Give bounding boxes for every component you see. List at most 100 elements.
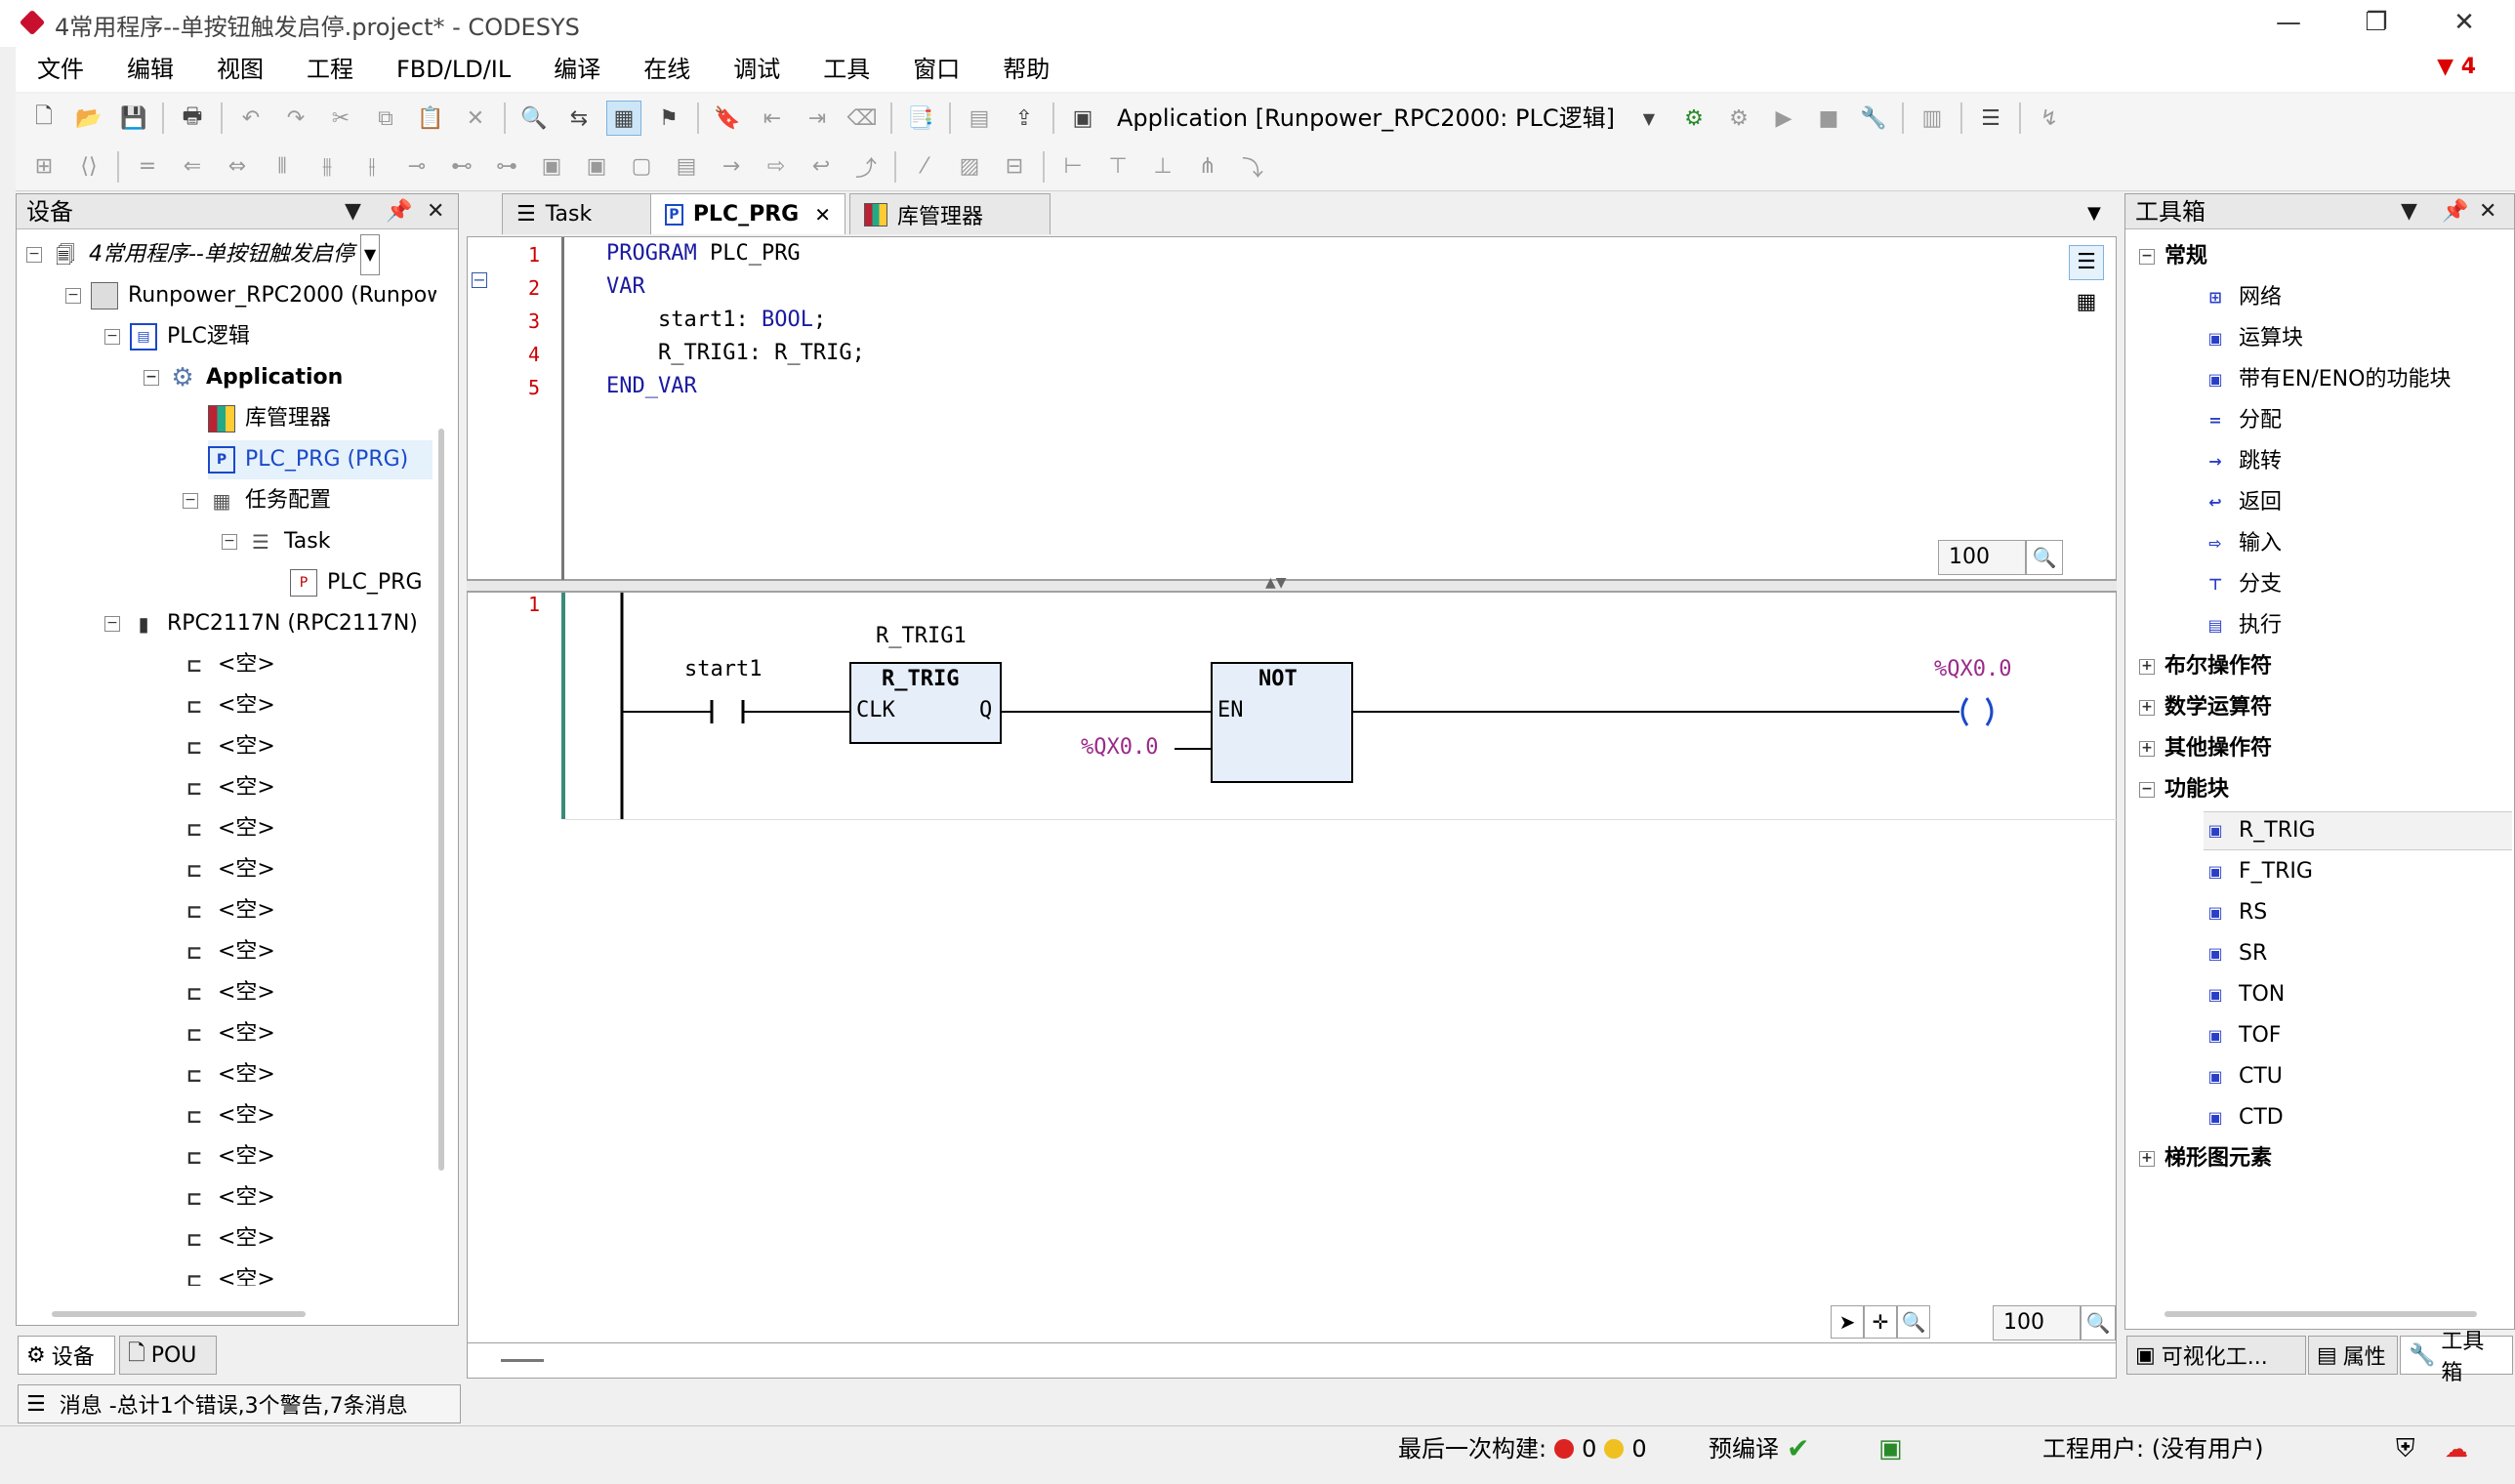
- tree-item-empty-slot[interactable]: ⊏<空>: [181, 809, 275, 848]
- pointer-icon[interactable]: ➤: [1831, 1305, 1864, 1339]
- pin-icon[interactable]: 📌: [386, 199, 413, 224]
- negate-icon[interactable]: ⁄: [923, 154, 927, 179]
- toolbox-category[interactable]: −功能块: [2139, 770, 2229, 809]
- copy-icon[interactable]: ⧉: [378, 105, 393, 131]
- tree-item-empty-slot[interactable]: ⊏<空>: [181, 1260, 275, 1286]
- export-icon[interactable]: ⇪: [1014, 105, 1034, 131]
- tree-horizontal-scrollbar[interactable]: [52, 1311, 306, 1317]
- zoom-magnifier-icon[interactable]: 🔍: [2081, 1305, 2116, 1340]
- tree-item-empty-slot[interactable]: ⊏<空>: [181, 850, 275, 889]
- menu-project[interactable]: 工程: [307, 56, 353, 83]
- panel-close-icon[interactable]: ✕: [427, 199, 445, 224]
- tree-item-library-manager[interactable]: 库管理器: [208, 399, 331, 438]
- toolbox-item[interactable]: ⊤分支: [2204, 565, 2282, 604]
- declaration-editor[interactable]: − 1 2 3 4 5 PROGRAM PLC_PRG VAR start1: …: [467, 236, 2117, 602]
- device-status-icon[interactable]: ▣: [1878, 1434, 1903, 1463]
- declaration-zoom[interactable]: 100 %: [1938, 540, 2026, 602]
- breakpoint-icon[interactable]: ▥: [1921, 105, 1943, 131]
- menu-edit[interactable]: 编辑: [127, 56, 174, 83]
- redo-icon[interactable]: ↷: [286, 105, 306, 131]
- tab-library-manager[interactable]: 库管理器: [849, 193, 1051, 234]
- open-folder-icon[interactable]: 📂: [75, 105, 103, 131]
- zoom-icon[interactable]: 🔍: [1897, 1305, 1930, 1339]
- toolbox-item[interactable]: ▣CTU: [2204, 1057, 2282, 1096]
- tabular-view-icon[interactable]: ▦: [2076, 290, 2097, 314]
- print-icon[interactable]: 🖶: [182, 104, 203, 129]
- bookmark-view-icon[interactable]: ⚑: [659, 105, 679, 131]
- tab-properties[interactable]: ▤属性: [2308, 1336, 2398, 1375]
- toolbox-item[interactable]: ▣带有EN/ENO的功能块: [2204, 360, 2451, 399]
- insert-parallel-contact-icon[interactable]: ⫲: [368, 154, 376, 179]
- toolbox-item[interactable]: ▣运算块: [2204, 319, 2303, 358]
- reset-icon[interactable]: 🔧: [1860, 105, 1887, 131]
- bookmark-icon[interactable]: 🔖: [714, 105, 741, 131]
- tree-item-application[interactable]: − ⚙ Application: [144, 358, 343, 397]
- panel-menu-chevron-icon[interactable]: ▼: [2401, 199, 2417, 224]
- insert-network-icon[interactable]: ⊞: [34, 154, 54, 179]
- collapse-icon[interactable]: −: [26, 247, 42, 263]
- insert-assignment-icon[interactable]: =: [138, 154, 157, 179]
- tree-item-empty-slot[interactable]: ⊏<空>: [181, 686, 275, 725]
- fold-icon[interactable]: −: [472, 270, 487, 289]
- prev-bookmark-icon[interactable]: ⇤: [763, 105, 782, 131]
- toolbox-item[interactable]: =分配: [2204, 401, 2282, 440]
- build-icon[interactable]: ▤: [969, 105, 990, 131]
- tab-close-icon[interactable]: ✕: [814, 202, 831, 227]
- coil-left[interactable]: [1960, 697, 1969, 726]
- collapse-icon[interactable]: −: [104, 329, 120, 345]
- tree-item-empty-slot[interactable]: ⊏<空>: [181, 1178, 275, 1217]
- set-branch-start-icon[interactable]: ⤵: [1241, 156, 1263, 182]
- menu-help[interactable]: 帮助: [1003, 56, 1051, 83]
- find-icon[interactable]: 🔍: [520, 105, 548, 131]
- toolbox-category[interactable]: +其他操作符: [2139, 729, 2272, 768]
- menu-debug[interactable]: 调试: [733, 56, 781, 83]
- insert-coil-icon[interactable]: ⊸: [407, 154, 427, 179]
- cloud-icon[interactable]: ☁: [2445, 1435, 2468, 1463]
- menu-build[interactable]: 编译: [554, 56, 601, 83]
- next-bookmark-icon[interactable]: ⇥: [807, 105, 827, 131]
- insert-ret-icon[interactable]: ↩: [811, 154, 831, 179]
- write-values-icon[interactable]: ↯: [2040, 105, 2059, 131]
- toolbox-item[interactable]: ⊞网络: [2204, 278, 2282, 317]
- clear-bookmarks-icon[interactable]: ⌫: [846, 105, 878, 131]
- menu-view[interactable]: 视图: [217, 56, 264, 83]
- insert-box-en-icon[interactable]: ▣: [586, 154, 607, 179]
- precompile-status[interactable]: 预编译 ✔: [1709, 1432, 1810, 1464]
- toolbox-item[interactable]: ▣TON: [2204, 975, 2285, 1014]
- tab-task[interactable]: ☰Task: [502, 193, 674, 234]
- pin-icon[interactable]: 📌: [2442, 199, 2469, 224]
- insert-return-icon[interactable]: ⇔: [227, 154, 247, 179]
- zoom-magnifier-icon[interactable]: 🔍: [2026, 540, 2063, 575]
- application-selector[interactable]: Application [Runpower_RPC2000: PLC逻辑]: [1117, 104, 1615, 132]
- tree-item-task-config[interactable]: − ▦ 任务配置: [183, 481, 331, 520]
- insert-branch-icon[interactable]: ⤴: [854, 156, 877, 182]
- toolbox-item[interactable]: ▣F_TRIG: [2204, 852, 2312, 891]
- expand-icon[interactable]: +: [2139, 741, 2155, 757]
- ladder-zoom[interactable]: 100 %: [1993, 1305, 2081, 1368]
- stop-icon[interactable]: ■: [1818, 105, 1839, 131]
- collapse-icon[interactable]: −: [2139, 782, 2155, 798]
- collapse-icon[interactable]: −: [222, 534, 237, 550]
- new-file-icon[interactable]: 🗋: [35, 104, 53, 129]
- insert-parallel-branch-icon[interactable]: ⊢: [1063, 154, 1083, 179]
- toolbox-category[interactable]: +梯形图元素: [2139, 1139, 2272, 1178]
- tree-item-plc-prg[interactable]: P PLC_PRG (PRG): [208, 440, 433, 479]
- device-comm-icon[interactable]: ▣: [1072, 105, 1093, 131]
- toolbox-category[interactable]: −常规: [2139, 237, 2207, 276]
- insert-branch-above-icon[interactable]: ⊤: [1108, 154, 1128, 179]
- insert-fb-icon[interactable]: ▤: [676, 154, 697, 179]
- tree-item-empty-slot[interactable]: ⊏<空>: [181, 1219, 275, 1258]
- toolbox-item[interactable]: ↩返回: [2204, 483, 2282, 522]
- toolbox-item[interactable]: ⇨输入: [2204, 524, 2282, 563]
- tree-item-empty-slot[interactable]: ⊏<空>: [181, 891, 275, 930]
- tree-item-project[interactable]: − 🗐 4常用程序--单按钮触发启停 ▼: [26, 234, 381, 275]
- paste-icon[interactable]: 📋: [417, 105, 444, 131]
- toolbox-item[interactable]: ▣TOF: [2204, 1016, 2281, 1055]
- insert-reset-coil-icon[interactable]: ⊶: [496, 154, 517, 179]
- toolbox-item[interactable]: ▣CTD: [2204, 1098, 2283, 1137]
- collapse-icon[interactable]: −: [104, 616, 120, 632]
- menu-window[interactable]: 窗口: [913, 56, 961, 83]
- editor-splitter[interactable]: ▲▼: [467, 575, 2117, 592]
- cut-icon[interactable]: ✂: [331, 105, 350, 131]
